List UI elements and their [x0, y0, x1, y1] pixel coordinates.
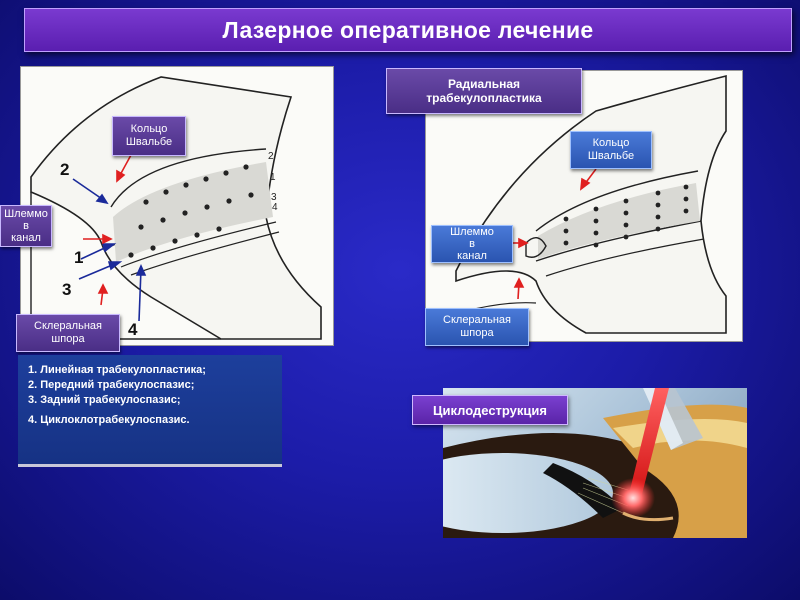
left-diagram-drawing: 2 1 3 4: [30, 76, 322, 340]
right-scleral-line2: шпора: [460, 327, 494, 339]
legend-item-2: 2. Передний трабекулоспазис;: [28, 379, 195, 391]
left-scleral-line2: шпора: [51, 333, 85, 345]
right-header-line2: трабекулопластика: [426, 91, 542, 105]
right-header-line1: Радиальная: [447, 77, 521, 91]
cyclodestruction-label: Циклодеструкция: [412, 395, 568, 425]
right-schwalbe-line2: Швальбе: [587, 150, 635, 162]
right-scleral-line1: Склеральная: [443, 314, 511, 326]
legend-box: 1. Линейная трабекулопластика; 2. Передн…: [18, 355, 282, 467]
side-number-2: 2: [268, 151, 274, 162]
right-diagram-drawing: [455, 74, 727, 334]
left-schlemm-line3: канал: [11, 232, 41, 244]
left-schwalbe-label: Кольцо Швальбе: [112, 116, 186, 156]
legend-item-1: 1. Линейная трабекулопластика;: [28, 364, 206, 376]
legend-item-3: 3. Задний трабекулоспазис;: [28, 394, 181, 406]
right-schwalbe-label: Кольцо Швальбе: [570, 131, 652, 169]
side-number-3: 3: [271, 192, 277, 203]
number-3: 3: [62, 280, 72, 299]
title-bar: Лазерное оперативное лечение: [24, 8, 792, 52]
left-scleral-line1: Склеральная: [34, 320, 102, 332]
left-schwalbe-line2: Швальбе: [125, 136, 173, 148]
legend-item-4: 4. Циклоклотрабекулоспазис.: [28, 414, 190, 426]
left-diagram-panel: 2 1 3 4: [20, 66, 334, 346]
number-2: 2: [60, 160, 70, 179]
right-schlemm-line1: Шлеммо: [450, 226, 494, 238]
right-schwalbe-line1: Кольцо: [592, 137, 630, 149]
right-diagram-panel: [425, 70, 743, 342]
side-number-1: 1: [270, 172, 276, 183]
number-4: 4: [128, 320, 138, 339]
left-scleral-label: Склеральная шпора: [16, 314, 120, 352]
right-scleral-label: Склеральная шпора: [425, 308, 529, 346]
right-schlemm-label: Шлеммо в канал: [431, 225, 513, 263]
side-number-4: 4: [272, 202, 278, 213]
left-schlemm-label: Шлеммо в канал: [0, 205, 52, 247]
left-schlemm-line2: в: [23, 220, 29, 232]
cyclodestruction-illustration: [443, 388, 747, 538]
number-1: 1: [74, 248, 84, 267]
right-schlemm-line2: в: [469, 238, 475, 250]
right-schlemm-line3: канал: [457, 250, 487, 262]
left-schwalbe-line1: Кольцо: [130, 123, 168, 135]
cyclodestruction-text: Циклодеструкция: [433, 402, 547, 418]
left-schlemm-line1: Шлеммо: [4, 208, 48, 220]
right-header-label: Радиальная трабекулопластика: [386, 68, 582, 114]
page-title: Лазерное оперативное лечение: [222, 16, 594, 43]
